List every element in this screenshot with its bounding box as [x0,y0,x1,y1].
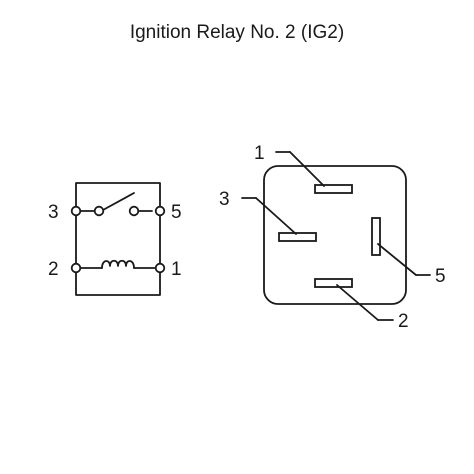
connector-label-1: 1 [254,143,265,164]
switch-contact-right [128,205,140,217]
switch-contact-left [93,205,105,217]
schematic-label-2: 2 [48,259,59,280]
schematic-box [75,182,161,296]
connector-label-2: 2 [398,311,409,332]
connector-view: 1 3 5 2 [219,143,446,332]
leader-line-3b [255,197,297,235]
diagram-title: Ignition Relay No. 2 (IG2) [129,22,345,43]
schematic-terminal-3 [70,205,82,217]
schematic-label-5: 5 [171,202,182,223]
schematic-label-3: 3 [48,202,59,223]
connector-slot-2 [314,278,353,288]
connector-label-3: 3 [219,189,230,210]
leader-line-1b [289,151,325,187]
connector-body [263,165,407,305]
leader-line-2 [336,284,379,321]
coil-icon [101,259,135,269]
connector-slot-1 [314,184,353,194]
connector-slot-5 [371,217,381,256]
leader-line-5 [377,243,417,276]
connector-slot-3 [278,232,317,242]
relay-schematic: 3 5 2 1 [48,182,182,296]
switch-blade [102,192,135,211]
schematic-label-1: 1 [171,259,182,280]
connector-label-5: 5 [435,266,446,287]
schematic-terminal-2 [70,262,82,274]
schematic-terminal-5 [154,205,166,217]
schematic-terminal-1 [154,262,166,274]
